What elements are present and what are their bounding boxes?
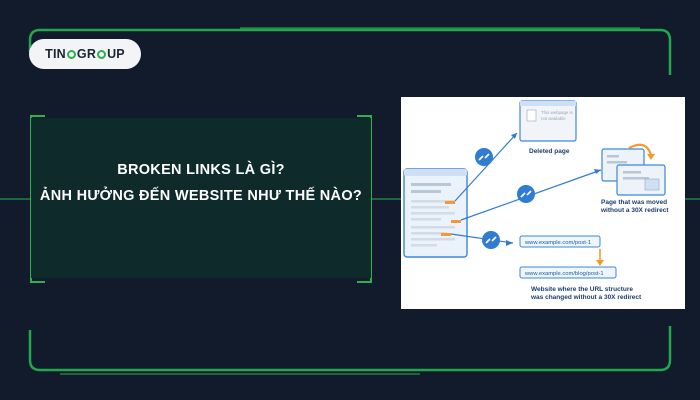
url-new-text: www.example.com/blog/post-1	[524, 271, 604, 277]
broken-link-icon	[482, 231, 500, 249]
moved-page-label-2: without a 30X redirect	[600, 207, 669, 214]
broken-links-diagram: This webpage is not available Deleted pa…	[403, 100, 669, 301]
logo-o-circle-icon	[97, 49, 107, 59]
logo-text-part1: TIN	[45, 47, 66, 61]
moved-page-icon	[601, 143, 666, 196]
deleted-page-icon: This webpage is not available	[519, 100, 577, 142]
deleted-page-label: Deleted page	[529, 148, 570, 155]
url-new-box: www.example.com/blog/post-1	[519, 266, 617, 279]
not-available-text-2: not available	[541, 116, 566, 121]
page-title-line-2: ẢNH HƯỞNG ĐẾN WEBSITE NHƯ THẾ NÀO?	[39, 188, 363, 204]
moved-page-label-1: Page that was moved	[601, 199, 667, 206]
broken-links-illustration: This webpage is not available Deleted pa…	[401, 97, 685, 309]
url-structure-label-2: was changed without a 30X redirect	[530, 294, 642, 301]
url-structure-label-1: Website where the URL structure	[531, 286, 633, 293]
broken-link-icon	[517, 185, 535, 203]
logo-o-circle-icon	[66, 49, 76, 59]
url-old-box: www.example.com/post-1	[519, 235, 601, 248]
tinogroup-logo[interactable]: TIN GR UP	[29, 39, 141, 69]
url-old-text: www.example.com/post-1	[524, 240, 591, 246]
not-available-text-1: This webpage is	[541, 110, 574, 115]
title-box	[31, 118, 371, 278]
broken-link-icon	[475, 148, 493, 166]
logo-text-part3: UP	[107, 47, 125, 61]
logo-text-part2: GR	[76, 47, 97, 61]
page-title-line-1: BROKEN LINKS LÀ GÌ?	[117, 162, 285, 178]
source-page-icon	[403, 168, 468, 258]
